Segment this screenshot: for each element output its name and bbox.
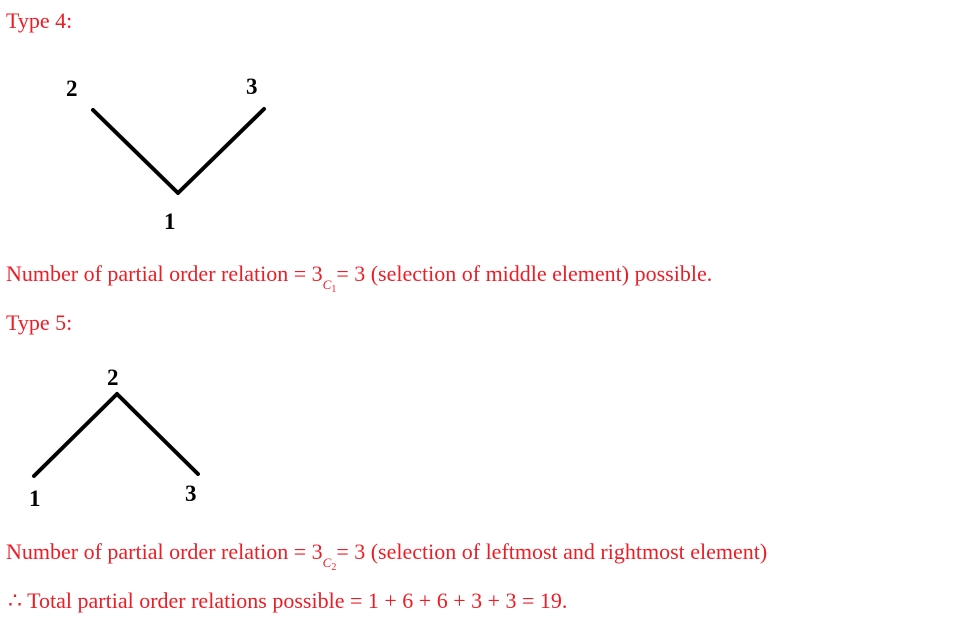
type5-relation-text: Number of partial order relation = 3C2= … bbox=[6, 541, 767, 573]
type5-text-suffix: = 3 (selection of leftmost and rightmost… bbox=[336, 539, 768, 564]
type5-sub-letter: C bbox=[322, 555, 332, 570]
type4-edge-1-2 bbox=[91, 108, 180, 195]
conclusion-line: ∴ Total partial order relations possible… bbox=[8, 590, 567, 612]
type4-node-2: 2 bbox=[66, 76, 78, 101]
type5-edge-2-3 bbox=[115, 392, 200, 476]
type5-text-prefix: Number of partial order relation = 3 bbox=[6, 539, 323, 564]
type5-node-2: 2 bbox=[107, 365, 119, 390]
type4-node-1: 1 bbox=[164, 209, 176, 234]
type5-heading: Type 5: bbox=[6, 310, 73, 335]
type4-node-3: 3 bbox=[246, 74, 258, 99]
type4-relation-text: Number of partial order relation = 3C1= … bbox=[6, 263, 712, 295]
type5-node-1: 1 bbox=[29, 486, 41, 511]
type4-edge-1-3 bbox=[176, 107, 266, 195]
type4-sub-letter: C bbox=[322, 277, 332, 292]
type4-text-suffix: = 3 (selection of middle element) possib… bbox=[336, 261, 713, 286]
therefore-symbol: ∴ bbox=[8, 588, 22, 613]
type4-subscript: C1 bbox=[322, 277, 337, 295]
type5-edge-2-1 bbox=[32, 392, 119, 478]
conclusion-text: Total partial order relations possible =… bbox=[27, 588, 568, 613]
type5-node-3: 3 bbox=[185, 481, 197, 506]
type5-subscript: C2 bbox=[322, 555, 337, 573]
type4-text-prefix: Number of partial order relation = 3 bbox=[6, 261, 323, 286]
type4-sub-index: 1 bbox=[331, 284, 337, 295]
type5-sub-index: 2 bbox=[331, 562, 337, 573]
type4-heading: Type 4: bbox=[6, 8, 73, 33]
